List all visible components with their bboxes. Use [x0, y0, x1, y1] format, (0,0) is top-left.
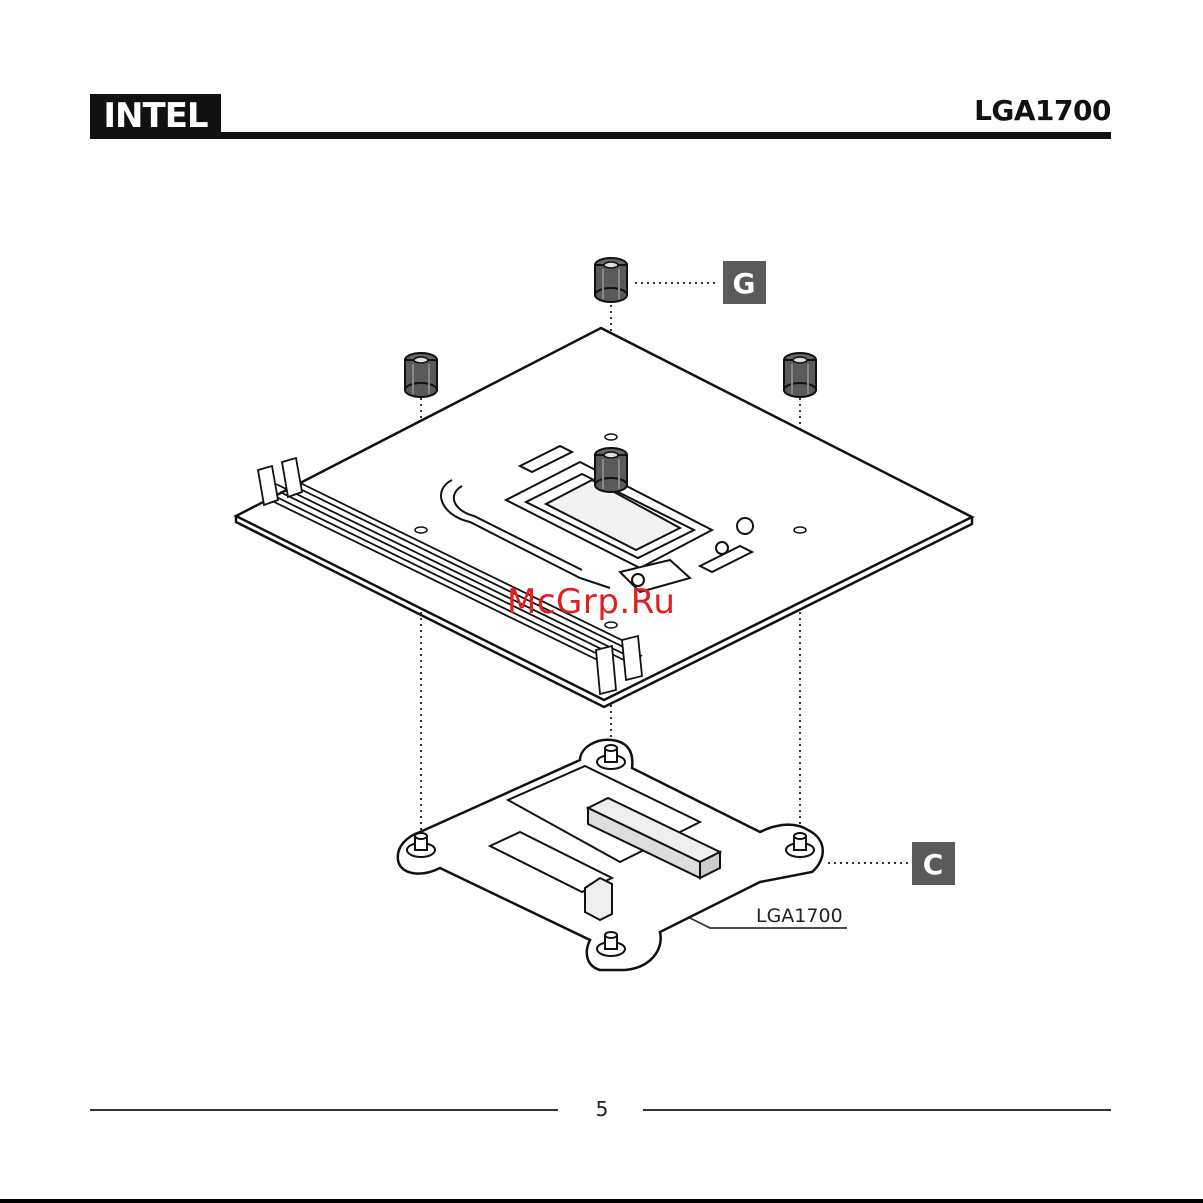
watermark: McGrp.Ru: [507, 582, 675, 622]
callout-g: G: [723, 261, 766, 304]
footer-rule-right: [643, 1109, 1111, 1111]
bottom-border: [0, 1199, 1203, 1203]
backplate-label: LGA1700: [756, 905, 843, 927]
callout-c-letter: C: [923, 848, 944, 881]
callout-g-letter: G: [733, 267, 756, 300]
callout-c: C: [912, 842, 955, 885]
page-number: 5: [560, 1097, 644, 1121]
footer-rule-left: [90, 1109, 558, 1111]
